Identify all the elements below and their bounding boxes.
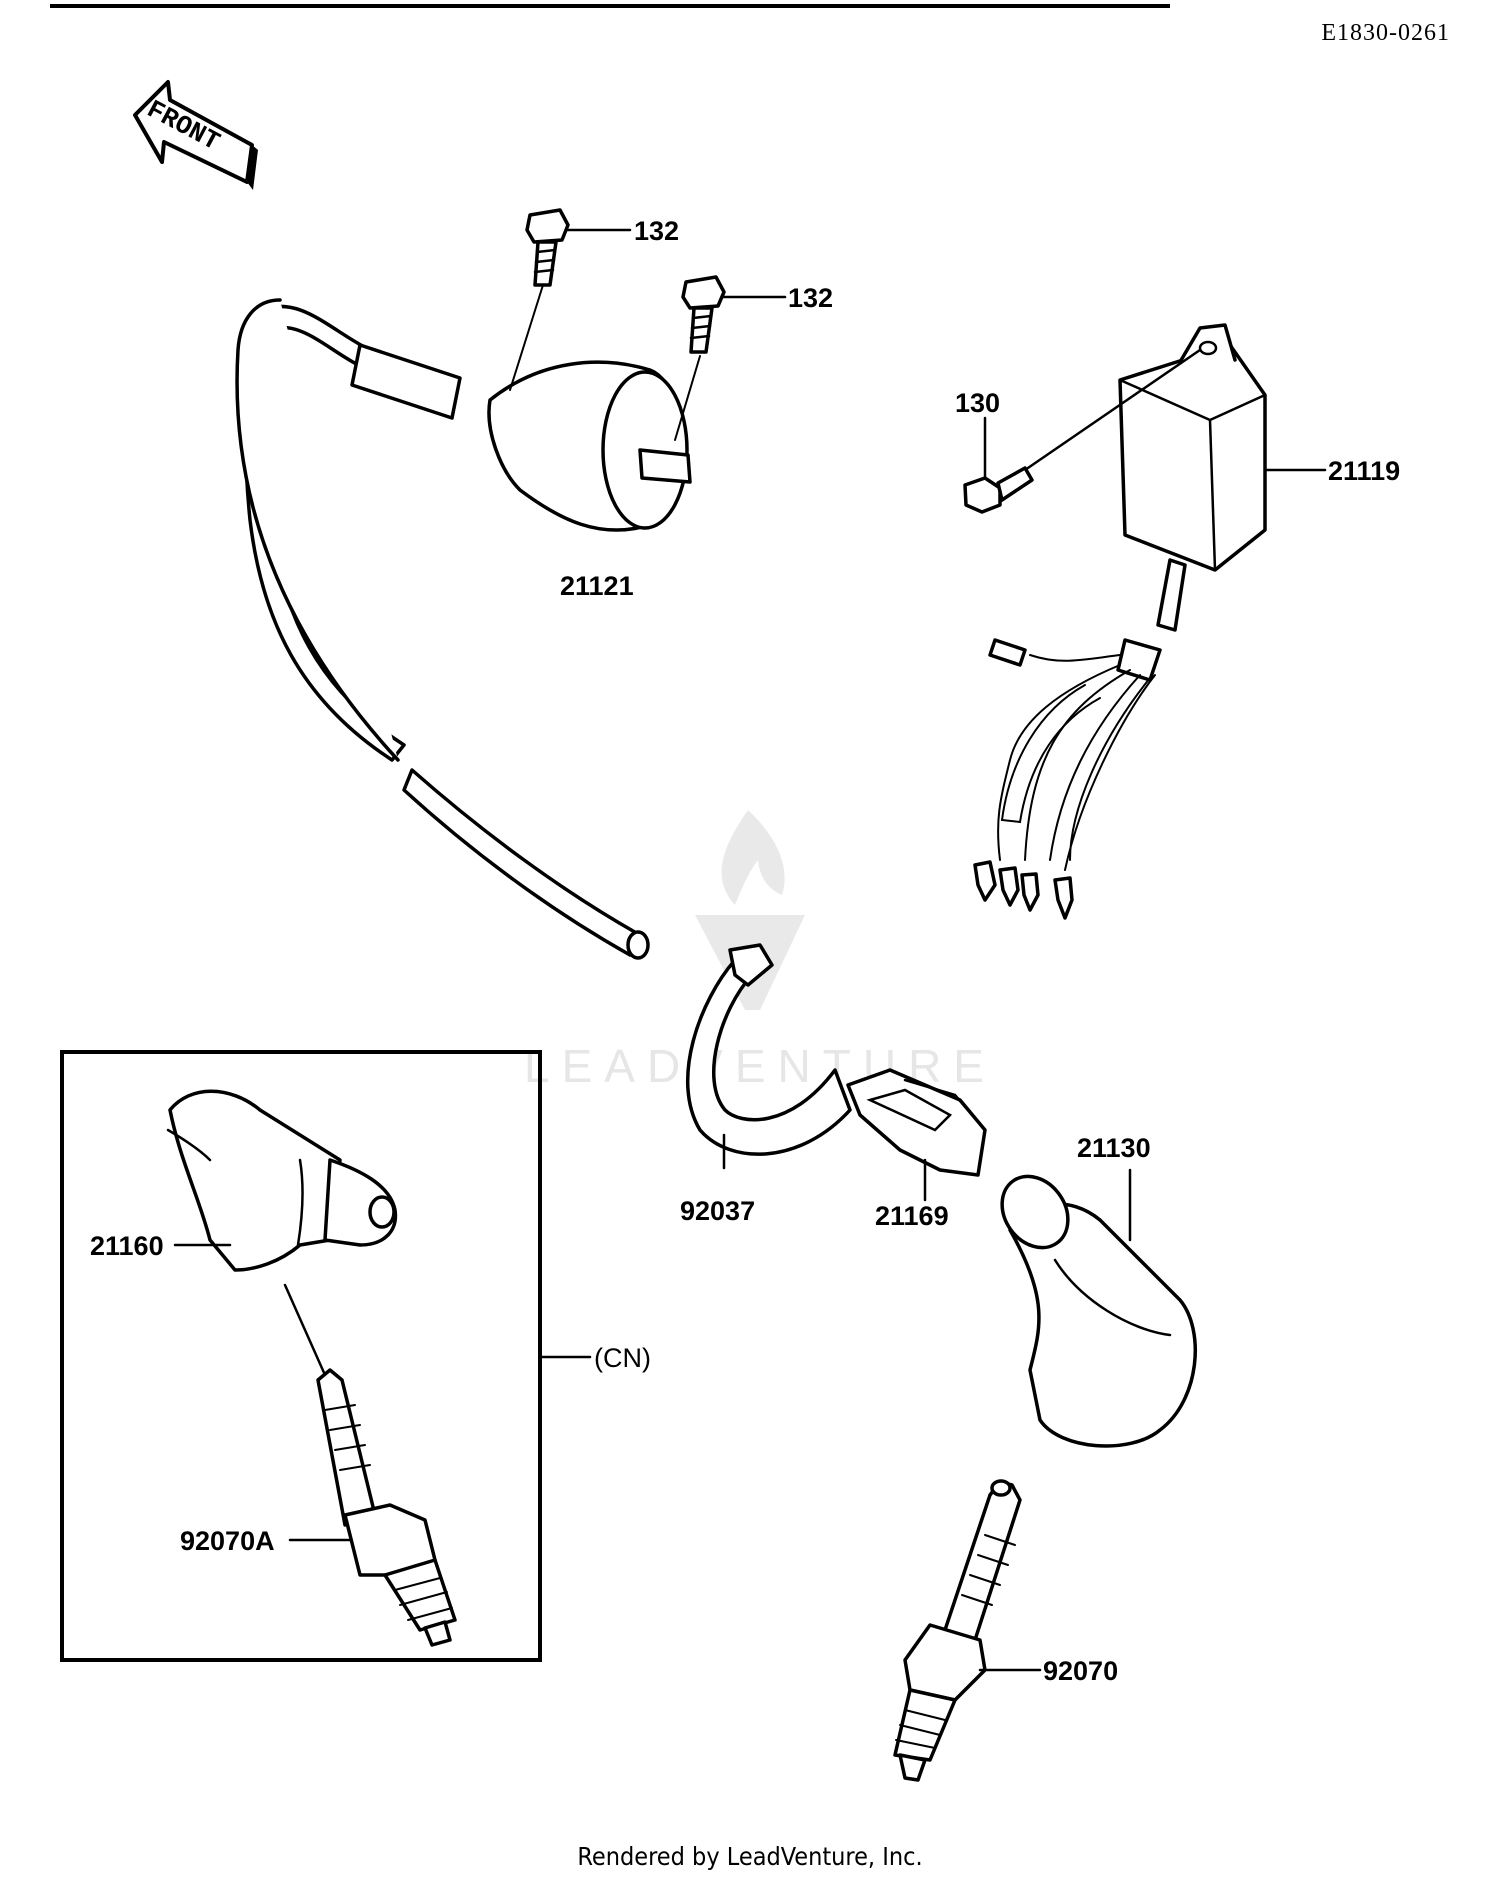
spark-plug-insulator bbox=[943, 1480, 1022, 1642]
bolt-head-icon bbox=[681, 275, 726, 310]
plug-cap-body bbox=[1008, 1202, 1197, 1448]
cdi-unit bbox=[973, 323, 1327, 920]
ht-lead-lower bbox=[402, 768, 642, 957]
spark-plug bbox=[893, 1479, 1042, 1782]
bolt-132-a bbox=[525, 208, 632, 287]
bolt-130 bbox=[963, 416, 1034, 514]
band-head bbox=[728, 943, 774, 987]
cn-cap-to-plug-line bbox=[283, 1283, 327, 1377]
bolt-thread bbox=[533, 248, 557, 274]
cdi-top-edge bbox=[1118, 378, 1267, 572]
spark-plug-hex bbox=[903, 1623, 987, 1702]
cdi-tab bbox=[1178, 323, 1237, 364]
bolt-shank bbox=[689, 306, 714, 354]
clamp bbox=[846, 1068, 987, 1202]
ht-lead-upper-outline bbox=[235, 298, 400, 762]
cdi-harness-sheath bbox=[1000, 684, 1101, 824]
callout-21130: 21130 bbox=[1077, 1133, 1151, 1163]
coil-terminal bbox=[638, 448, 692, 484]
callout-130: 130 bbox=[955, 388, 1000, 418]
cn-plug-cap-edge bbox=[166, 1128, 304, 1247]
cn-group bbox=[60, 1050, 592, 1662]
terminal-2 bbox=[998, 866, 1020, 907]
front-arrow: FRONT bbox=[133, 80, 258, 190]
coil-bolt-line-a bbox=[509, 284, 544, 391]
callout-92070A: 92070A bbox=[180, 1526, 275, 1556]
cn-spark-plug-thread bbox=[383, 1558, 457, 1632]
cn-spark-plug-tip bbox=[423, 1620, 452, 1647]
callout-21119: 21119 bbox=[1328, 456, 1400, 486]
coil-bolt-line-b bbox=[674, 355, 701, 441]
terminal-1 bbox=[973, 860, 997, 902]
bolt-head-icon bbox=[525, 208, 570, 244]
callout-21160: 21160 bbox=[90, 1231, 164, 1261]
plug-cap-mouth bbox=[1000, 1174, 1070, 1250]
callout-132-b: 132 bbox=[788, 283, 833, 313]
bolt-shank bbox=[533, 240, 558, 287]
cn-plug-cap-hole bbox=[368, 1195, 396, 1229]
callout-92037: 92037 bbox=[680, 1196, 755, 1226]
plug-cap-edge bbox=[1053, 1258, 1172, 1337]
front-arrow-shadow bbox=[247, 145, 258, 190]
cdi-harness-wires bbox=[997, 654, 1156, 871]
terminal-3 bbox=[1020, 872, 1040, 912]
ht-lead-end bbox=[626, 930, 650, 960]
band bbox=[686, 943, 852, 1170]
cn-spark-plug-ribs bbox=[324, 1404, 371, 1471]
callout-132-a: 132 bbox=[634, 216, 679, 246]
cdi-tab-hole bbox=[1198, 340, 1218, 356]
watermark-flame-icon bbox=[721, 810, 785, 905]
spark-plug-threads bbox=[895, 1709, 946, 1749]
callout-cn: (CN) bbox=[594, 1343, 651, 1373]
cn-plug-cap-body bbox=[168, 1089, 342, 1272]
band-strap bbox=[686, 958, 852, 1156]
callout-21169: 21169 bbox=[875, 1201, 949, 1231]
cdi-body bbox=[1118, 343, 1267, 572]
plug-cap bbox=[1000, 1168, 1197, 1448]
bolt-head-icon bbox=[963, 476, 1002, 514]
terminal-4 bbox=[1053, 876, 1074, 920]
clamp-slot bbox=[866, 1088, 953, 1132]
footer-credit: Rendered by LeadVenture, Inc. bbox=[577, 1842, 923, 1871]
spark-plug-terminal bbox=[990, 1479, 1012, 1497]
bolt-thread bbox=[689, 314, 713, 340]
callout-92070: 92070 bbox=[1043, 1656, 1118, 1686]
drawing-code: E1830-0261 bbox=[1321, 20, 1450, 46]
bolt-132-b bbox=[681, 275, 787, 354]
cdi-bolt-line bbox=[1023, 348, 1202, 472]
ignition-coil bbox=[235, 284, 701, 960]
spark-plug-tip bbox=[898, 1753, 927, 1782]
callout-21121: 21121 bbox=[560, 571, 634, 601]
cn-spark-plug-threads bbox=[394, 1577, 453, 1621]
coil-sleeve bbox=[350, 343, 462, 420]
watermark: LEADVENTURE bbox=[524, 810, 984, 1092]
clamp-lip bbox=[903, 1078, 987, 1132]
cdi-cable bbox=[1156, 558, 1187, 632]
bolt-shank bbox=[996, 466, 1034, 502]
cdi-connector-top bbox=[988, 638, 1027, 667]
spark-plug-ribs bbox=[961, 1534, 1016, 1606]
